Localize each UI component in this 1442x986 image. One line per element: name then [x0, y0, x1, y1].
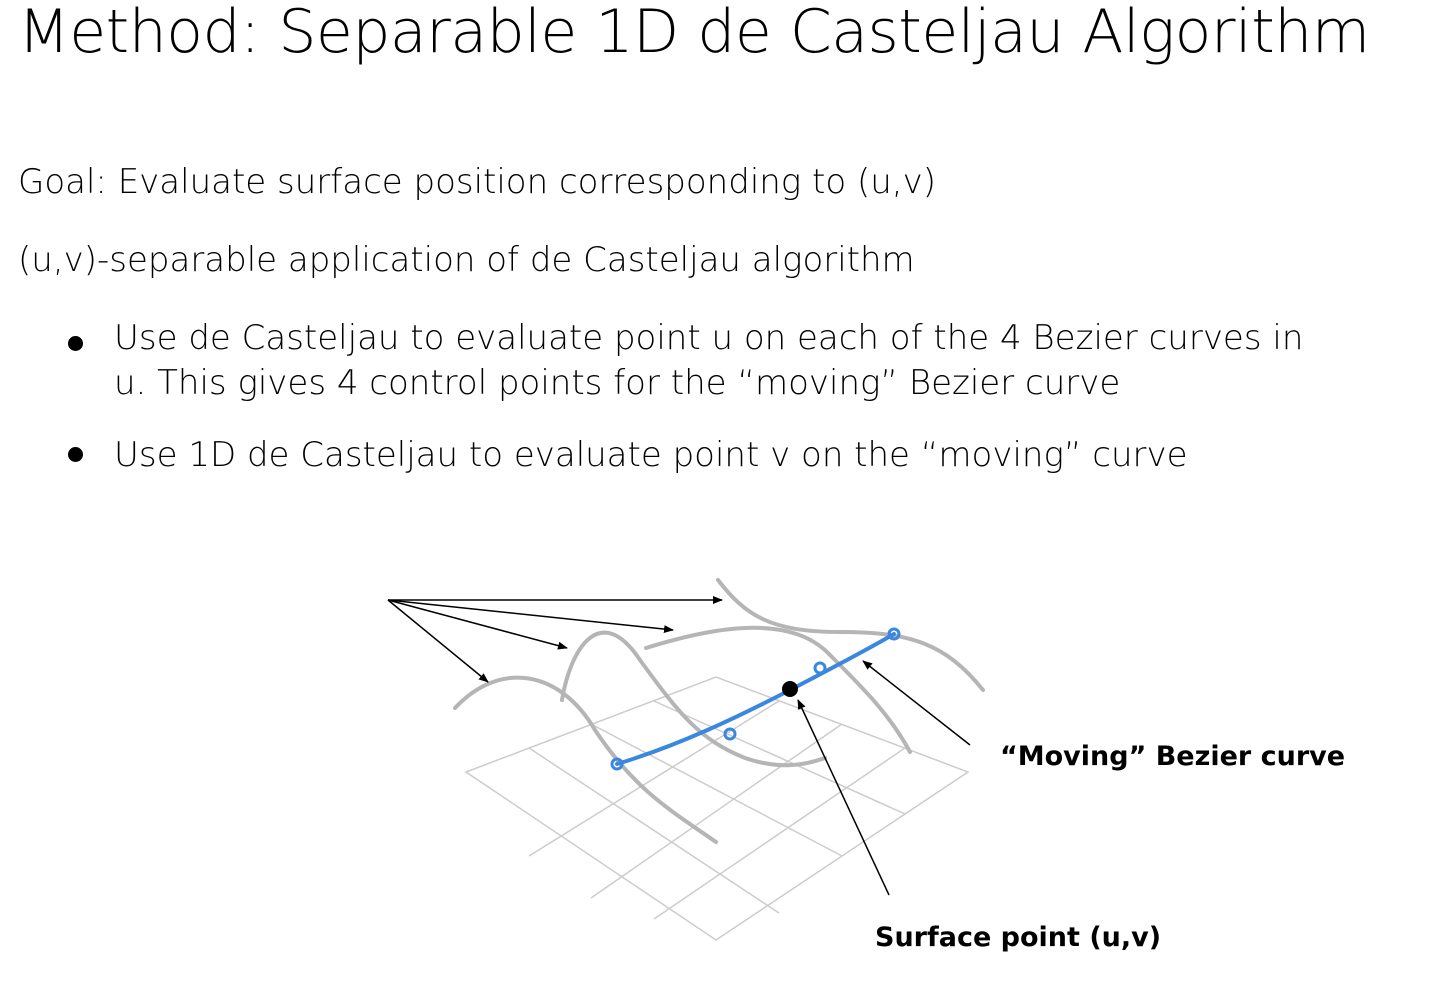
- bullet-1-line-2: u. This gives 4 control points for the “…: [114, 363, 1121, 403]
- bezier-curve-1: [453, 675, 718, 844]
- moving-control-point: [610, 757, 624, 771]
- grid-line-v3: [653, 747, 906, 920]
- arrow-to-curve-2: [387, 599, 568, 650]
- bullet-list: Use de Casteljau to evaluate point u on …: [62, 318, 1432, 502]
- grid-line-v2: [590, 723, 843, 899]
- arrow-to-surface-point: [797, 699, 890, 896]
- moving-control-point: [723, 727, 737, 741]
- bullet-1-line-1: Use de Casteljau to evaluate point u on …: [114, 318, 1304, 358]
- curve-pointer-arrows: [387, 596, 723, 683]
- moving-control-points: [610, 627, 901, 771]
- moving-curve-label: “Moving” Bezier curve: [1000, 741, 1345, 772]
- arrow-to-curve-1: [387, 599, 489, 683]
- bullet-item-1: Use de Casteljau to evaluate point u on …: [62, 318, 1432, 408]
- bezier-curve-3: [644, 625, 912, 754]
- bullet-item-2: Use 1D de Casteljau to evaluate point v …: [62, 435, 1432, 475]
- moving-control-point: [813, 661, 827, 675]
- grid-outline: [464, 676, 970, 941]
- separable-text: (u,v)-separable application of de Castel…: [18, 240, 915, 280]
- grid-line-u3: [653, 700, 906, 815]
- surface-point-label: Surface point (u,v): [875, 922, 1161, 953]
- parameter-grid: [464, 676, 970, 941]
- grid-line-u2: [590, 723, 843, 857]
- bezier-curve-4: [716, 578, 985, 692]
- bullet-2-line-1: Use 1D de Casteljau to evaluate point v …: [114, 435, 1188, 475]
- slide-title: Method: Separable 1D de Casteljau Algori…: [18, 0, 1370, 67]
- bezier-curve-2: [560, 630, 827, 768]
- grid-line-u1: [528, 747, 780, 914]
- arrow-to-curve-3: [387, 599, 674, 634]
- moving-control-point: [887, 627, 901, 641]
- bezier-curves-u: [453, 578, 985, 844]
- bullet-dot: [68, 447, 83, 462]
- goal-text: Goal: Evaluate surface position correspo…: [18, 162, 936, 202]
- grid-line-v1: [528, 700, 780, 857]
- surface-point-marker: [782, 681, 798, 697]
- arrow-to-moving-curve: [862, 660, 971, 746]
- bullet-dot: [68, 336, 83, 351]
